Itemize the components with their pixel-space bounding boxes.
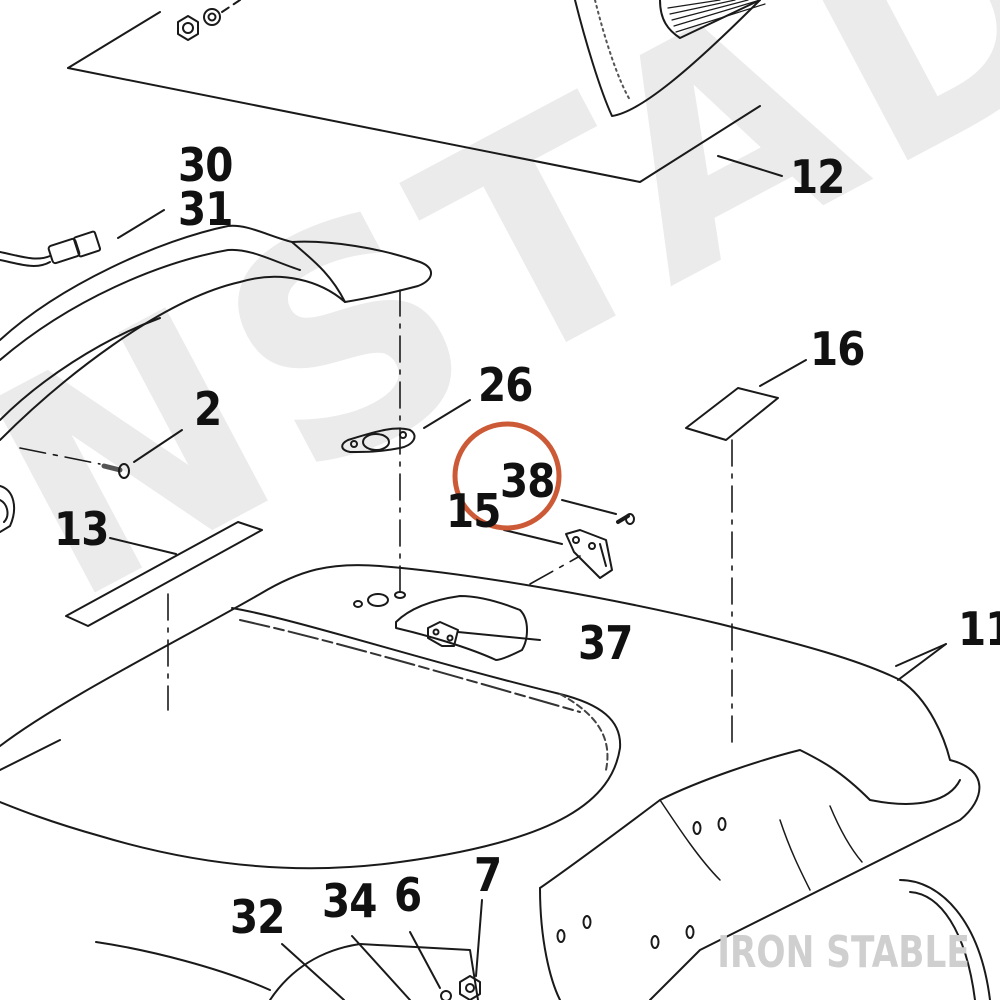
callout-7: 7	[474, 848, 502, 902]
rack-plate-part	[67, 0, 766, 183]
callout-31: 31	[178, 182, 233, 236]
callout-13: 13	[54, 502, 109, 556]
highlight-circle	[452, 421, 562, 531]
callout-26: 26	[478, 358, 533, 412]
hinge-bracket-part-15	[503, 499, 635, 579]
callout-30: 30	[178, 138, 233, 192]
callout-16: 16	[810, 322, 865, 376]
top-nut-washer	[177, 0, 241, 41]
callout-6: 6	[394, 868, 422, 922]
callout-32: 32	[230, 890, 285, 944]
callout-11: 11	[958, 602, 1000, 656]
brand-watermark: IRON STABLE	[717, 927, 970, 978]
wire-connector-part	[0, 209, 165, 267]
bottom-bracket-hardware	[95, 899, 483, 1000]
callout-2: 2	[194, 382, 222, 436]
callout-38: 38	[500, 454, 555, 508]
leader-lines	[717, 155, 947, 667]
callout-15: 15	[446, 484, 501, 538]
gasket-part-26	[341, 399, 471, 453]
assembly-axes	[19, 289, 733, 746]
callout-12: 12	[790, 150, 845, 204]
screw-part-2	[101, 429, 183, 479]
label-plate-part-16	[685, 359, 807, 441]
callout-34: 34	[322, 874, 377, 928]
callout-37: 37	[578, 616, 633, 670]
tour-pak-lid-part-11	[0, 564, 991, 1000]
spoiler-light-bar	[0, 224, 432, 533]
reflector-strip-part-13	[65, 521, 263, 627]
